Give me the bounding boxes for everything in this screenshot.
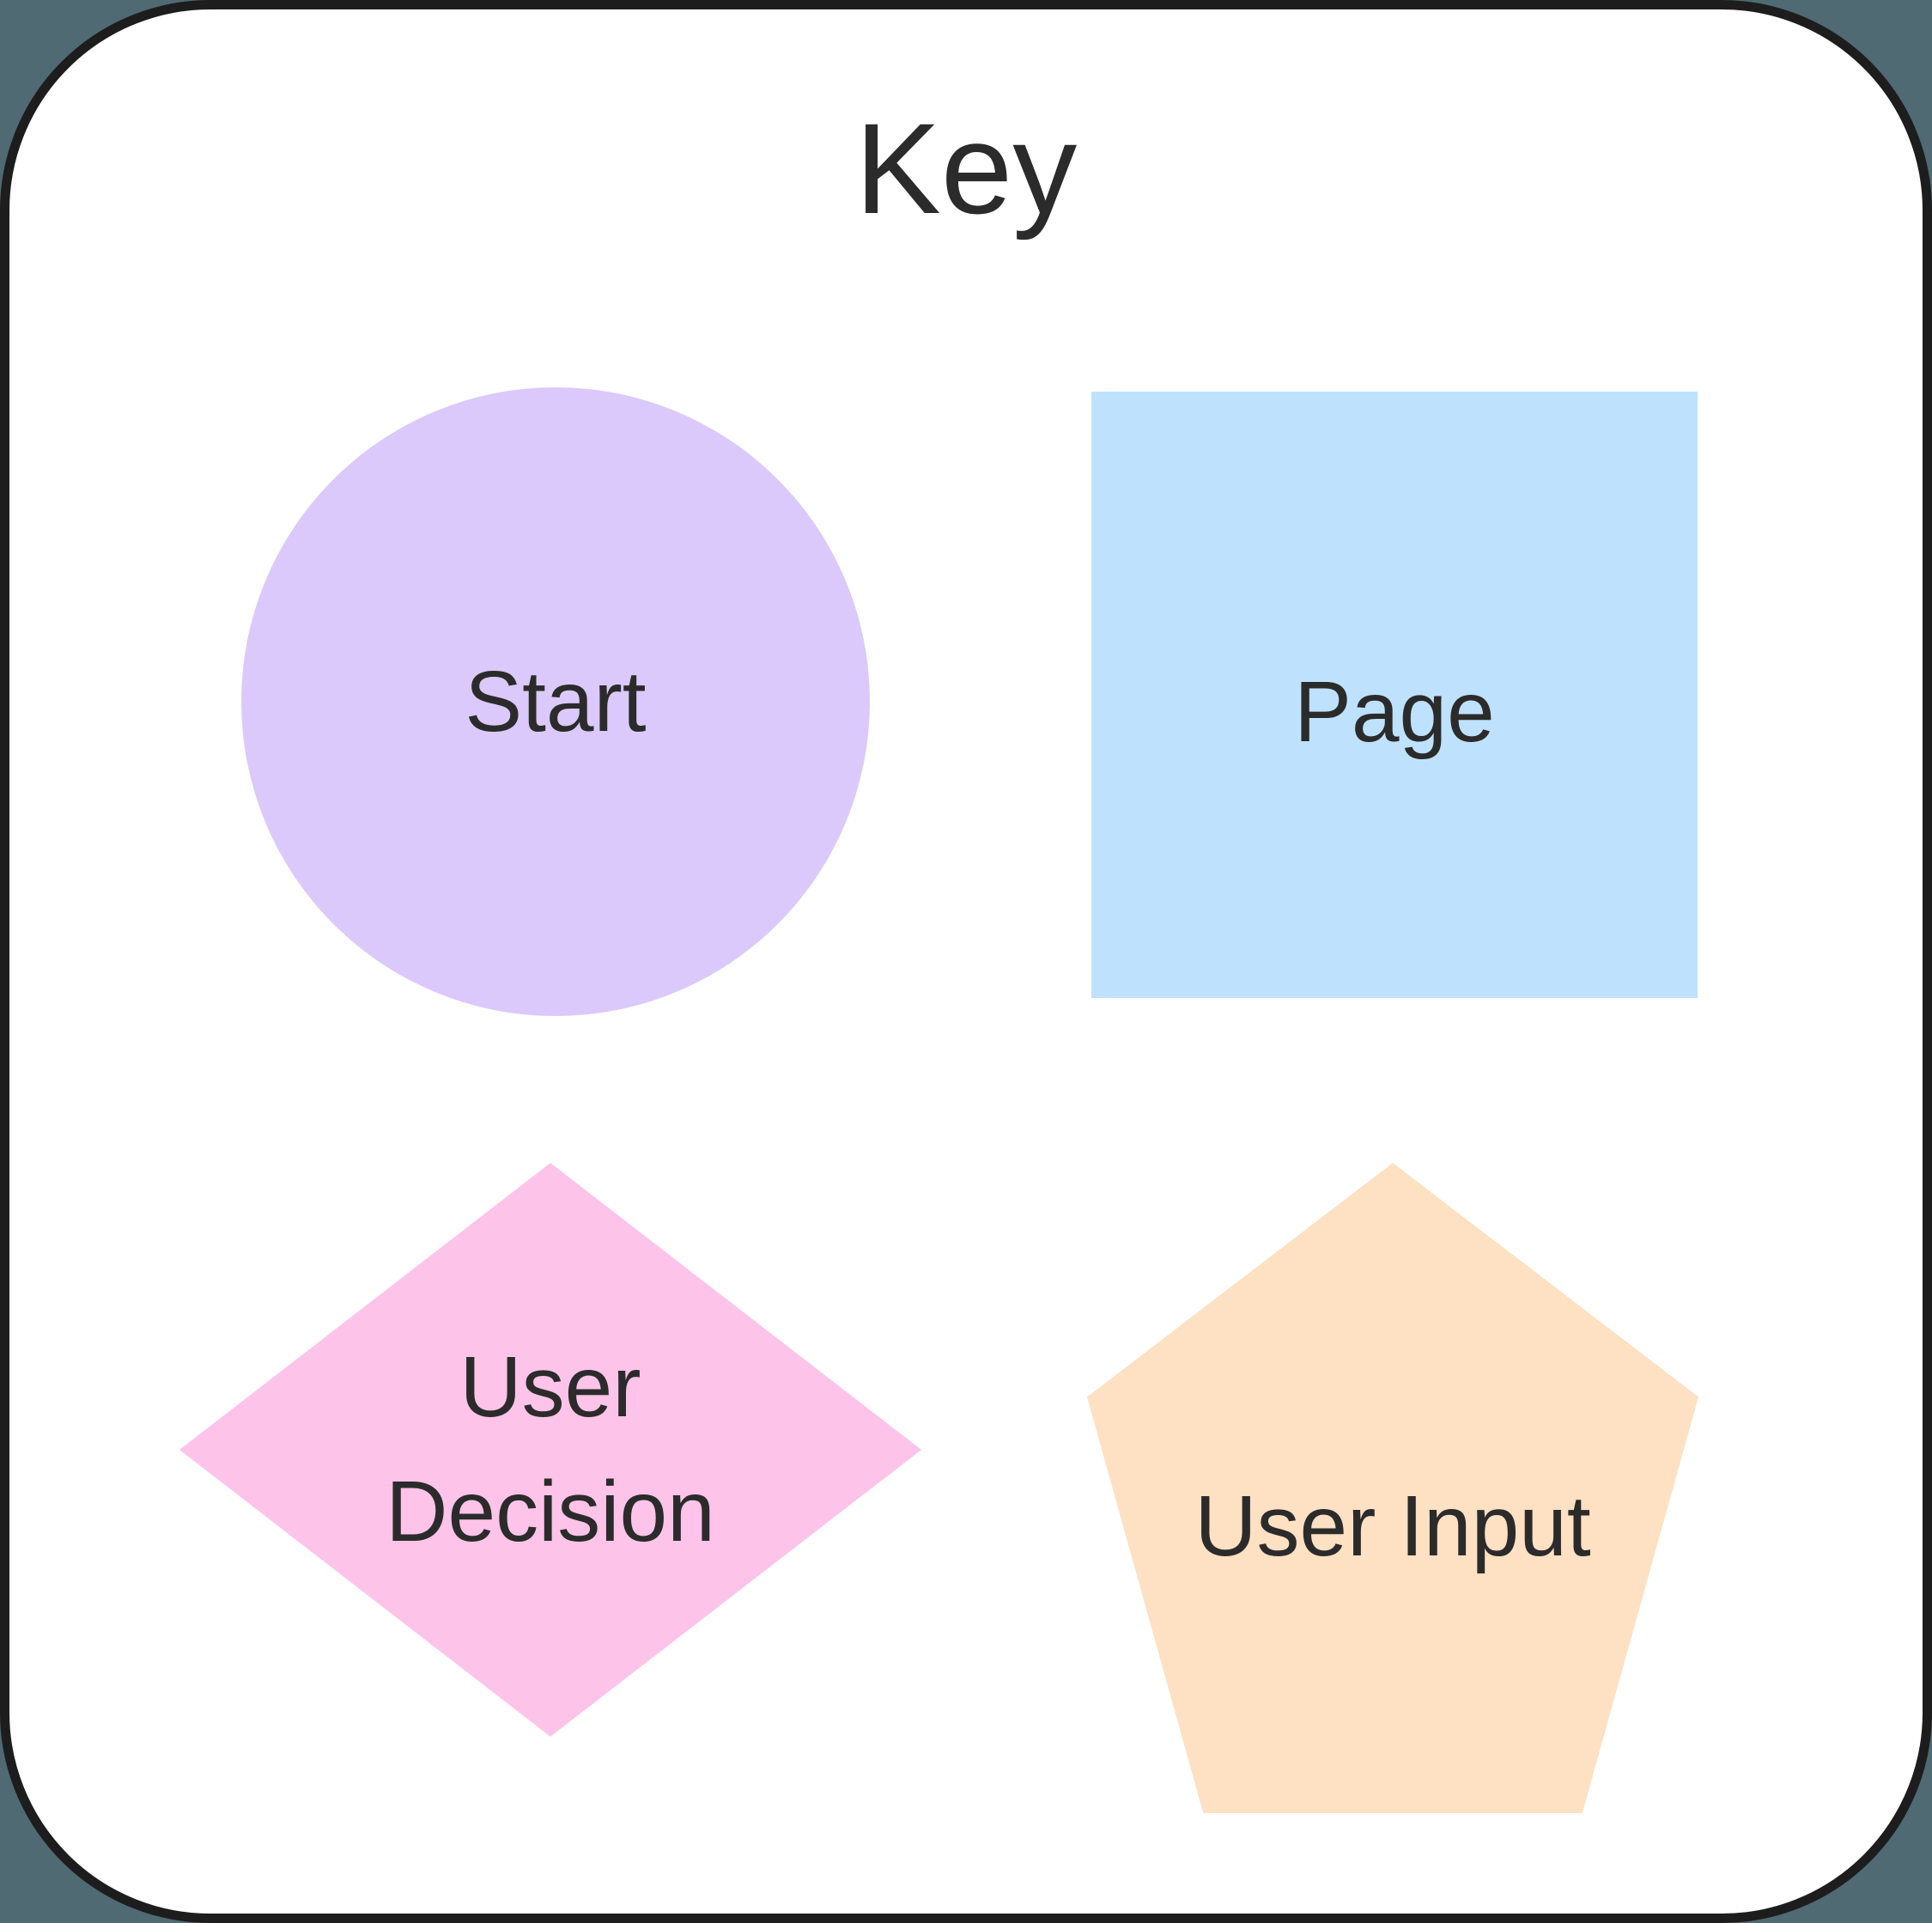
legend-shape-user-input-pentagon[interactable]: User Input <box>1087 1163 1698 1813</box>
legend-label-user-input: User Input <box>1194 1478 1591 1574</box>
legend-label-user-decision: User Decision <box>386 1325 715 1574</box>
legend-shape-start-circle[interactable]: Start <box>241 387 870 1016</box>
legend-label-user-decision-line2: Decision <box>386 1464 715 1560</box>
legend-label-start: Start <box>465 653 647 750</box>
legend-label-page: Page <box>1294 663 1495 760</box>
legend-shape-user-decision-diamond[interactable]: User Decision <box>179 1163 921 1737</box>
key-title: Key <box>854 96 1078 240</box>
legend-shape-page-square[interactable]: Page <box>1091 392 1698 998</box>
legend-label-user-decision-line1: User <box>459 1339 641 1435</box>
